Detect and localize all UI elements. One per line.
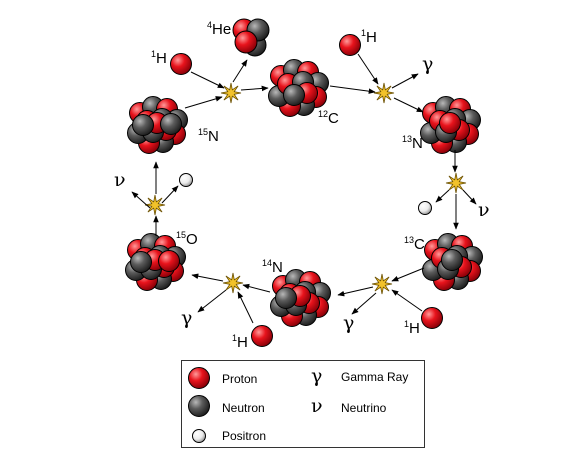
- legend-gamma-label: Gamma Ray: [341, 370, 408, 384]
- reaction-arrow: [161, 185, 179, 204]
- legend-swatches: [188, 367, 210, 443]
- gamma-label-3: γ: [181, 307, 192, 329]
- legend-neutron-label: Neutron: [222, 401, 265, 415]
- proton: [234, 30, 258, 54]
- legend-positron-swatch: [192, 429, 206, 443]
- reaction-burst: [445, 172, 467, 194]
- neutrino-label-2: ν: [114, 169, 126, 191]
- reaction-arrow: [351, 292, 377, 315]
- hydrogen-1-proton: [339, 34, 361, 56]
- proton: [439, 112, 461, 134]
- nitrogen-14-nucleus: [270, 269, 331, 327]
- neutron: [283, 84, 305, 106]
- label-n13: 13N: [402, 134, 423, 152]
- carbon-13-nucleus: [422, 233, 483, 291]
- label-n15: 15N: [198, 127, 219, 145]
- legend-gamma-symbol: γ: [311, 365, 322, 387]
- reaction-arrow: [391, 73, 419, 89]
- gamma-label-1: γ: [422, 53, 433, 75]
- hydrogen-1-proton: [421, 307, 443, 329]
- label-h1-b: 1H: [361, 28, 377, 46]
- neutrino-label-1: ν: [478, 199, 490, 221]
- legend-proton-swatch: [188, 367, 210, 389]
- reaction-arrow: [391, 289, 423, 312]
- neutron: [132, 114, 154, 136]
- legend-neutrino-symbol: ν: [311, 395, 323, 417]
- reaction-burst: [373, 82, 395, 104]
- reaction-arrow: [391, 267, 425, 282]
- reaction-arrow: [190, 71, 225, 89]
- label-he4: 4He: [207, 20, 231, 38]
- reaction-arrow: [232, 59, 248, 83]
- nitrogen-15-nucleus: [127, 96, 188, 154]
- reaction-arrow: [240, 85, 269, 92]
- reaction-arrow: [329, 85, 376, 94]
- label-o15: 15O: [176, 230, 198, 248]
- hydrogen-1-proton: [251, 325, 273, 347]
- reaction-arrow: [462, 189, 477, 205]
- reaction-arrow: [337, 286, 374, 297]
- legend-proton-label: Proton: [222, 372, 257, 386]
- reaction-burst: [222, 272, 244, 294]
- positron: [179, 173, 193, 187]
- legend-neutrino-label: Neutrino: [341, 401, 387, 415]
- reaction-bursts: [144, 82, 467, 295]
- legend-neutron-swatch: [188, 395, 210, 417]
- reaction-arrow: [131, 191, 151, 209]
- neutron: [160, 113, 182, 135]
- reaction-arrow: [393, 97, 424, 113]
- reaction-arrow: [197, 289, 227, 313]
- reaction-arrows: [131, 53, 477, 324]
- label-c12: 12C: [318, 109, 339, 127]
- label-h1-a: 1H: [151, 49, 167, 67]
- proton: [158, 250, 180, 272]
- reaction-arrow: [357, 53, 379, 85]
- reaction-arrow: [184, 96, 223, 109]
- positron: [418, 201, 432, 215]
- carbon-12-nucleus: [268, 59, 329, 117]
- reaction-arrow: [237, 291, 254, 324]
- free-particles: [170, 34, 443, 347]
- nitrogen-13-nucleus: [420, 96, 481, 154]
- legend-box: [181, 360, 425, 448]
- label-c13: 13C: [404, 235, 425, 253]
- label-h1-c: 1H: [404, 319, 420, 337]
- reaction-arrow: [435, 189, 450, 203]
- neutron: [275, 287, 297, 309]
- reaction-arrow: [242, 283, 271, 293]
- label-n14: 14N: [262, 258, 283, 276]
- helium-4-nucleus: [232, 18, 270, 57]
- legend-positron-label: Positron: [222, 429, 266, 443]
- oxygen-15-nucleus: [125, 233, 186, 291]
- reaction-arrow: [191, 273, 224, 282]
- label-h1-d: 1H: [232, 333, 248, 351]
- neutron: [130, 251, 152, 273]
- reaction-burst: [371, 273, 393, 295]
- reaction-burst: [220, 82, 242, 104]
- reaction-burst: [144, 194, 166, 216]
- hydrogen-1-proton: [170, 53, 192, 75]
- legend: Proton Neutron Positron γ Gamma Ray ν Ne…: [181, 360, 425, 448]
- neutron: [441, 249, 463, 271]
- gamma-label-2: γ: [343, 312, 354, 334]
